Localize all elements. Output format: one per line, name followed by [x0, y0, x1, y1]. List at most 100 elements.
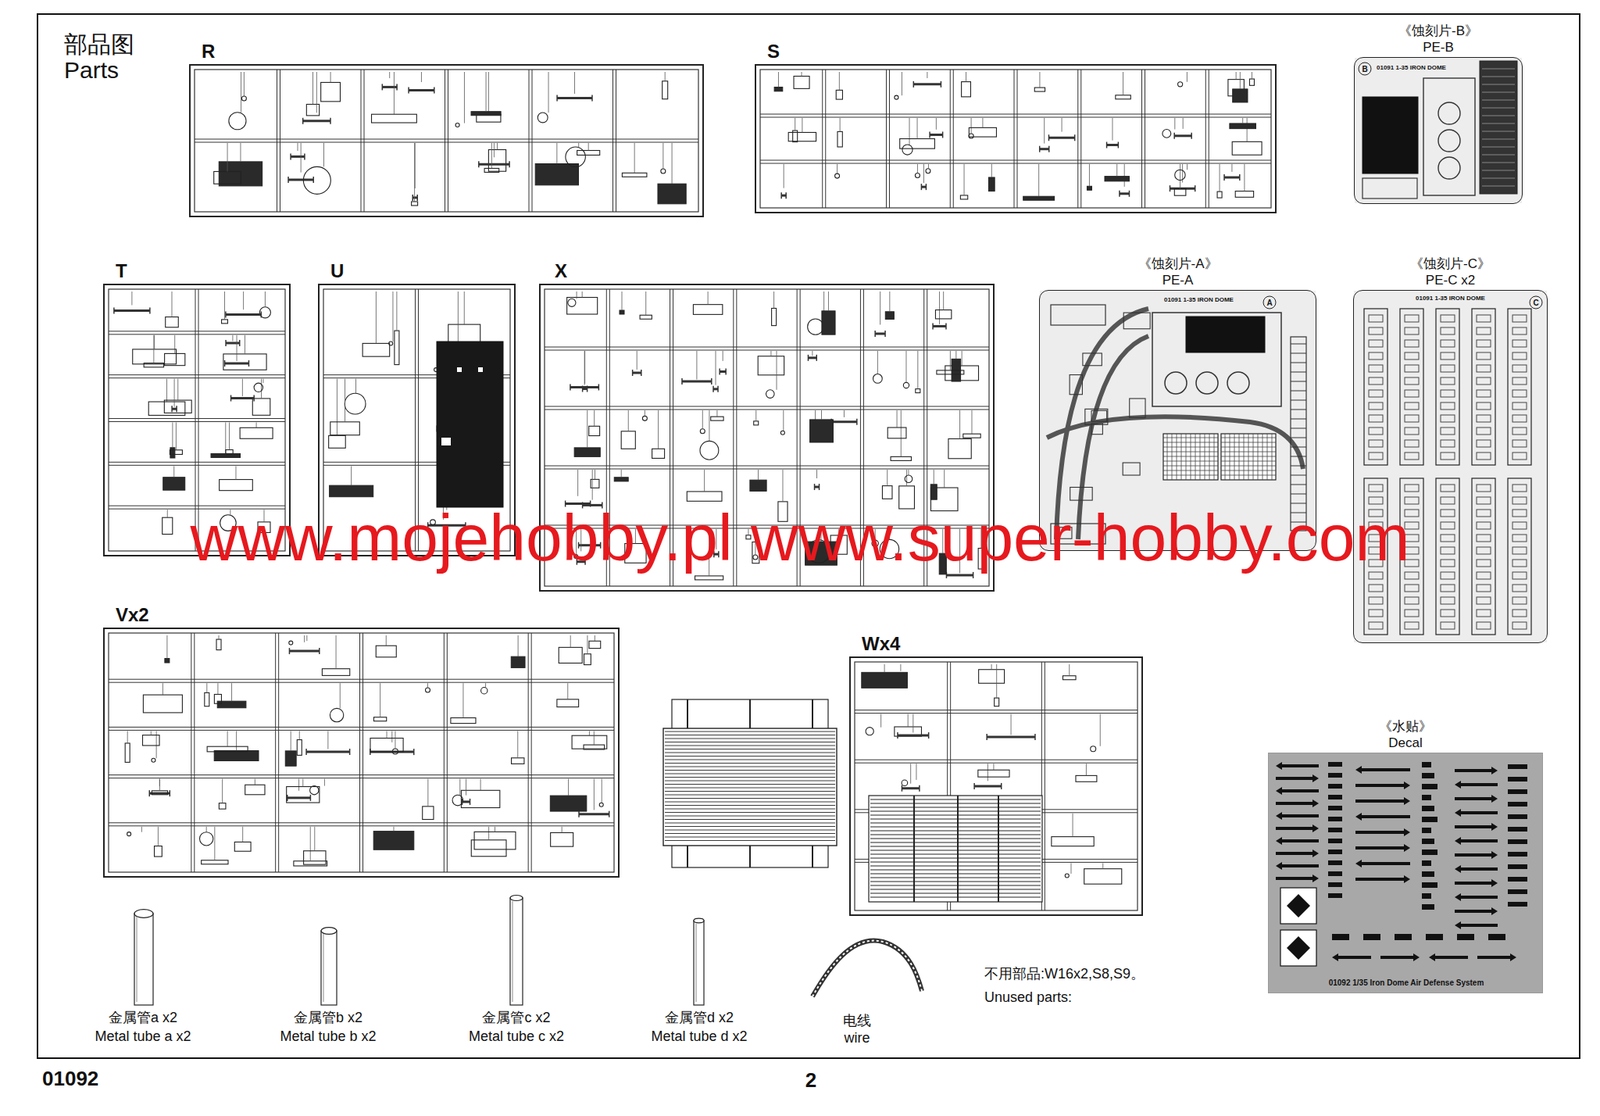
- line: [1234, 433, 1236, 480]
- line: [664, 738, 836, 740]
- line: [569, 383, 572, 390]
- shape: [201, 860, 229, 865]
- line: [634, 142, 636, 173]
- sheet-heading: 《蚀刻片-A》: [969, 256, 1386, 272]
- shape: [574, 447, 600, 457]
- line: [108, 825, 615, 826]
- line: [928, 732, 930, 739]
- line: [870, 877, 1041, 879]
- slat-panel: [663, 699, 837, 868]
- shape: [760, 69, 1272, 208]
- shape: [1328, 794, 1343, 800]
- line: [901, 786, 919, 790]
- shape: [614, 477, 629, 482]
- shape: [1023, 196, 1055, 200]
- shape: [1368, 621, 1383, 629]
- shape: [457, 367, 462, 372]
- shape: [1476, 509, 1491, 517]
- line: [582, 291, 583, 298]
- shape: [234, 841, 251, 851]
- line: [300, 142, 302, 173]
- part: [1162, 128, 1172, 138]
- line: [561, 826, 563, 833]
- line: [1204, 433, 1206, 480]
- line: [544, 346, 990, 348]
- part-label: 金属管a x2: [108, 1009, 178, 1026]
- shape: [1440, 314, 1455, 322]
- shape: [1404, 427, 1419, 435]
- line: [1048, 136, 1075, 140]
- shape: [887, 427, 907, 439]
- sprue-frame: Wx4: [849, 656, 1143, 916]
- etch-part: [1227, 371, 1250, 394]
- line: [913, 81, 915, 88]
- line: [974, 784, 1002, 787]
- line: [1290, 446, 1307, 448]
- line: [1482, 170, 1515, 172]
- line: [411, 194, 414, 201]
- decal-arrow: [1454, 822, 1498, 831]
- shape: [164, 400, 192, 413]
- line: [1243, 164, 1245, 192]
- line: [556, 94, 558, 101]
- part: [901, 779, 908, 786]
- line: [446, 632, 448, 872]
- line: [664, 769, 836, 771]
- line: [1122, 71, 1124, 96]
- part: [200, 832, 214, 846]
- part: [303, 166, 331, 194]
- line: [870, 861, 1041, 863]
- line: [382, 85, 397, 89]
- part-label: 金属管b x2: [293, 1009, 363, 1026]
- shape: [286, 786, 320, 804]
- line: [108, 464, 286, 466]
- shape: [1362, 178, 1418, 199]
- line: [889, 69, 890, 208]
- line: [108, 374, 286, 375]
- line: [935, 117, 937, 130]
- part: [537, 112, 548, 123]
- shape: [1152, 312, 1282, 407]
- line: [413, 748, 415, 755]
- line: [260, 378, 262, 399]
- line: [825, 69, 826, 208]
- decal-diamond: [1286, 893, 1311, 918]
- line: [1017, 69, 1018, 208]
- line: [166, 378, 168, 402]
- line: [162, 682, 164, 695]
- shape: [134, 913, 154, 1005]
- line: [870, 885, 1041, 886]
- line: [928, 164, 929, 169]
- line: [279, 69, 281, 212]
- shape: [1421, 805, 1435, 811]
- shape: [750, 479, 767, 491]
- line: [287, 796, 311, 799]
- line: [870, 881, 1041, 883]
- line: [1163, 475, 1218, 476]
- shape: [1476, 621, 1491, 629]
- line: [1174, 134, 1192, 137]
- line: [1262, 433, 1264, 480]
- decal-arrow: [1275, 811, 1319, 820]
- line: [1290, 493, 1307, 495]
- line: [755, 410, 757, 422]
- shape: [1440, 427, 1455, 435]
- line: [870, 869, 1041, 871]
- line: [1221, 470, 1276, 472]
- line: [870, 892, 1041, 894]
- decal-arrow: [1355, 796, 1411, 805]
- line: [1205, 69, 1207, 208]
- line: [1044, 661, 1046, 911]
- line: [227, 142, 229, 172]
- line: [127, 730, 129, 743]
- line: [1173, 132, 1175, 140]
- shape: [510, 897, 523, 1005]
- shape: [1476, 339, 1491, 347]
- line: [217, 682, 218, 694]
- line: [664, 811, 836, 813]
- line: [391, 730, 393, 742]
- shape: [1476, 414, 1491, 422]
- shape: [1507, 776, 1528, 782]
- line: [696, 350, 697, 380]
- line: [231, 682, 233, 701]
